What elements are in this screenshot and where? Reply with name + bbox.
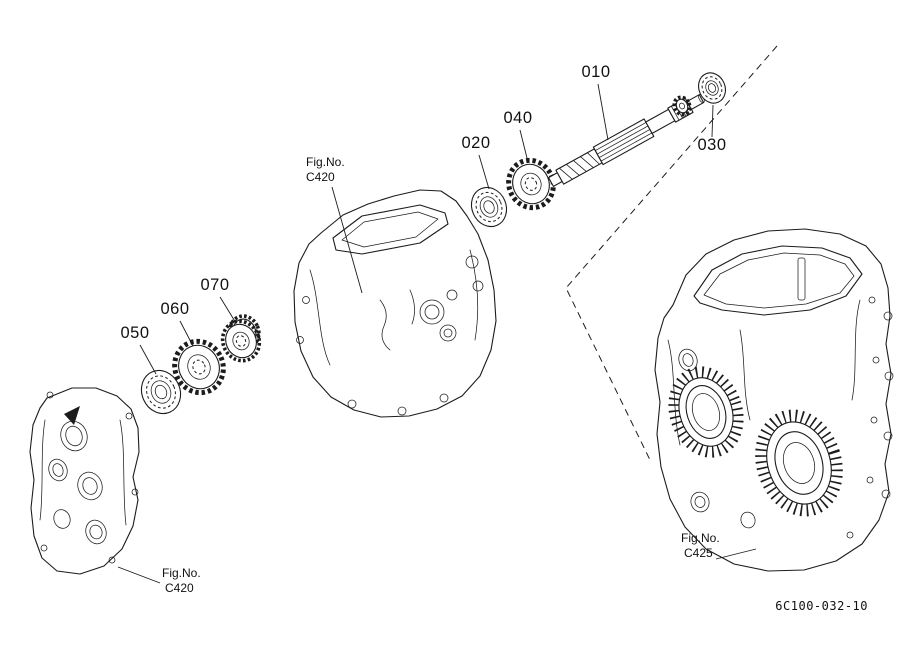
flange-hole-2 bbox=[296, 336, 304, 344]
gear-040 bbox=[506, 157, 556, 211]
case-lower-left bbox=[29, 387, 140, 575]
transmission-case-right bbox=[654, 228, 894, 572]
lug-4 bbox=[108, 556, 116, 564]
spline-bore bbox=[524, 177, 538, 191]
bolt-hole-2 bbox=[397, 406, 407, 416]
leader-figref-left bbox=[117, 566, 161, 584]
bolt-hole-3 bbox=[439, 393, 449, 403]
part-label-020[interactable]: 020 bbox=[461, 134, 490, 152]
internal-gear-large-hub bbox=[424, 304, 440, 320]
case-contour-2 bbox=[851, 299, 861, 401]
case-top-opening bbox=[693, 245, 863, 316]
case-boss-2 bbox=[472, 280, 484, 292]
bearing-020 bbox=[470, 186, 508, 228]
bolt-hole-5 bbox=[846, 531, 854, 539]
bolt-hole-4 bbox=[866, 476, 874, 484]
bolt-hole-2 bbox=[872, 356, 880, 364]
bore-1 bbox=[60, 420, 88, 452]
case-outline bbox=[29, 387, 140, 575]
gear-teeth bbox=[220, 319, 262, 363]
case-rib-left bbox=[309, 269, 331, 366]
shaft-spline-section-2 bbox=[592, 118, 655, 166]
case-rib-right bbox=[469, 249, 479, 341]
part-label-030[interactable]: 030 bbox=[697, 136, 726, 154]
case-top-opening bbox=[332, 204, 449, 255]
leader-030 bbox=[711, 104, 714, 138]
edge-lug-1 bbox=[883, 311, 893, 321]
bearing-balls bbox=[701, 76, 723, 100]
part-label-070[interactable]: 070 bbox=[200, 276, 229, 294]
part-label-010[interactable]: 010 bbox=[581, 63, 610, 81]
figref-prefix: Fig.No. bbox=[306, 155, 345, 169]
lug-2 bbox=[125, 412, 133, 420]
case-rib-inner-2 bbox=[409, 289, 415, 325]
edge-lug-4 bbox=[881, 489, 891, 499]
internal-gear-small bbox=[439, 324, 457, 342]
flange-hole-1 bbox=[302, 296, 310, 304]
shaft-010 bbox=[548, 94, 705, 187]
bearing-050 bbox=[140, 369, 182, 415]
case-rib-inner-1 bbox=[379, 299, 391, 351]
small-bore-1 bbox=[678, 348, 698, 372]
part-label-050[interactable]: 050 bbox=[120, 324, 149, 342]
figref-case-right[interactable]: Fig.No. C425 bbox=[681, 531, 720, 560]
case-top-rim bbox=[703, 252, 855, 309]
figref-case-lower-left[interactable]: Fig.No. C420 bbox=[162, 566, 201, 595]
leader-020 bbox=[478, 154, 490, 190]
shaft-spline-section-1 bbox=[555, 148, 603, 185]
bolt-hole-1 bbox=[868, 296, 876, 304]
leader-050 bbox=[139, 344, 157, 375]
case-top-rim bbox=[341, 211, 439, 248]
leader-010 bbox=[597, 83, 609, 141]
figref-case-middle[interactable]: Fig.No. C420 bbox=[306, 155, 345, 184]
figref-code: C420 bbox=[306, 170, 335, 184]
bearing-030 bbox=[698, 72, 726, 104]
gear-teeth bbox=[506, 157, 556, 211]
bore-4 bbox=[53, 509, 71, 529]
small-bore-2 bbox=[690, 491, 710, 513]
small-bore-3 bbox=[740, 511, 756, 529]
internal-shaft-end bbox=[446, 289, 458, 301]
figref-code: C425 bbox=[684, 546, 713, 560]
case-contour-left bbox=[39, 419, 46, 521]
case-boss-1 bbox=[465, 255, 479, 269]
transmission-case-middle bbox=[293, 189, 497, 418]
internal-gear-small-hub bbox=[443, 328, 453, 338]
leader-060 bbox=[179, 320, 194, 347]
gear-070 bbox=[220, 314, 262, 363]
bearing-balls bbox=[146, 375, 176, 409]
case-contour-3 bbox=[739, 329, 751, 421]
edge-lug-2 bbox=[884, 371, 894, 381]
lug-1 bbox=[46, 391, 54, 399]
bore-5 bbox=[85, 519, 107, 545]
figref-prefix: Fig.No. bbox=[681, 531, 720, 545]
dashed-boundary-line bbox=[565, 45, 778, 463]
main-bore-right bbox=[755, 409, 843, 517]
bore-2 bbox=[48, 458, 68, 482]
leader-070 bbox=[219, 296, 237, 324]
leader-figref-middle bbox=[331, 186, 363, 294]
bolt-hole-1 bbox=[347, 399, 357, 409]
case-contour-right bbox=[119, 419, 127, 526]
leader-040 bbox=[519, 129, 529, 163]
case-contour-1 bbox=[667, 339, 681, 446]
lug-5 bbox=[40, 544, 48, 552]
bore-3 bbox=[77, 471, 103, 501]
figref-code: C420 bbox=[165, 581, 194, 595]
figref-prefix: Fig.No. bbox=[162, 566, 201, 580]
drawing-number: 6C100-032-10 bbox=[775, 599, 868, 613]
lug-3 bbox=[131, 488, 139, 496]
internal-gear-large bbox=[419, 299, 445, 325]
part-label-060[interactable]: 060 bbox=[160, 300, 189, 318]
edge-lug-3 bbox=[883, 431, 893, 441]
bolt-hole-3 bbox=[870, 416, 878, 424]
bore-hatching bbox=[755, 409, 843, 517]
leader-figref-right bbox=[715, 548, 757, 560]
case-outline bbox=[654, 228, 892, 572]
shift-slot bbox=[797, 257, 806, 301]
arrow-mark bbox=[64, 406, 80, 425]
part-label-040[interactable]: 040 bbox=[503, 109, 532, 127]
